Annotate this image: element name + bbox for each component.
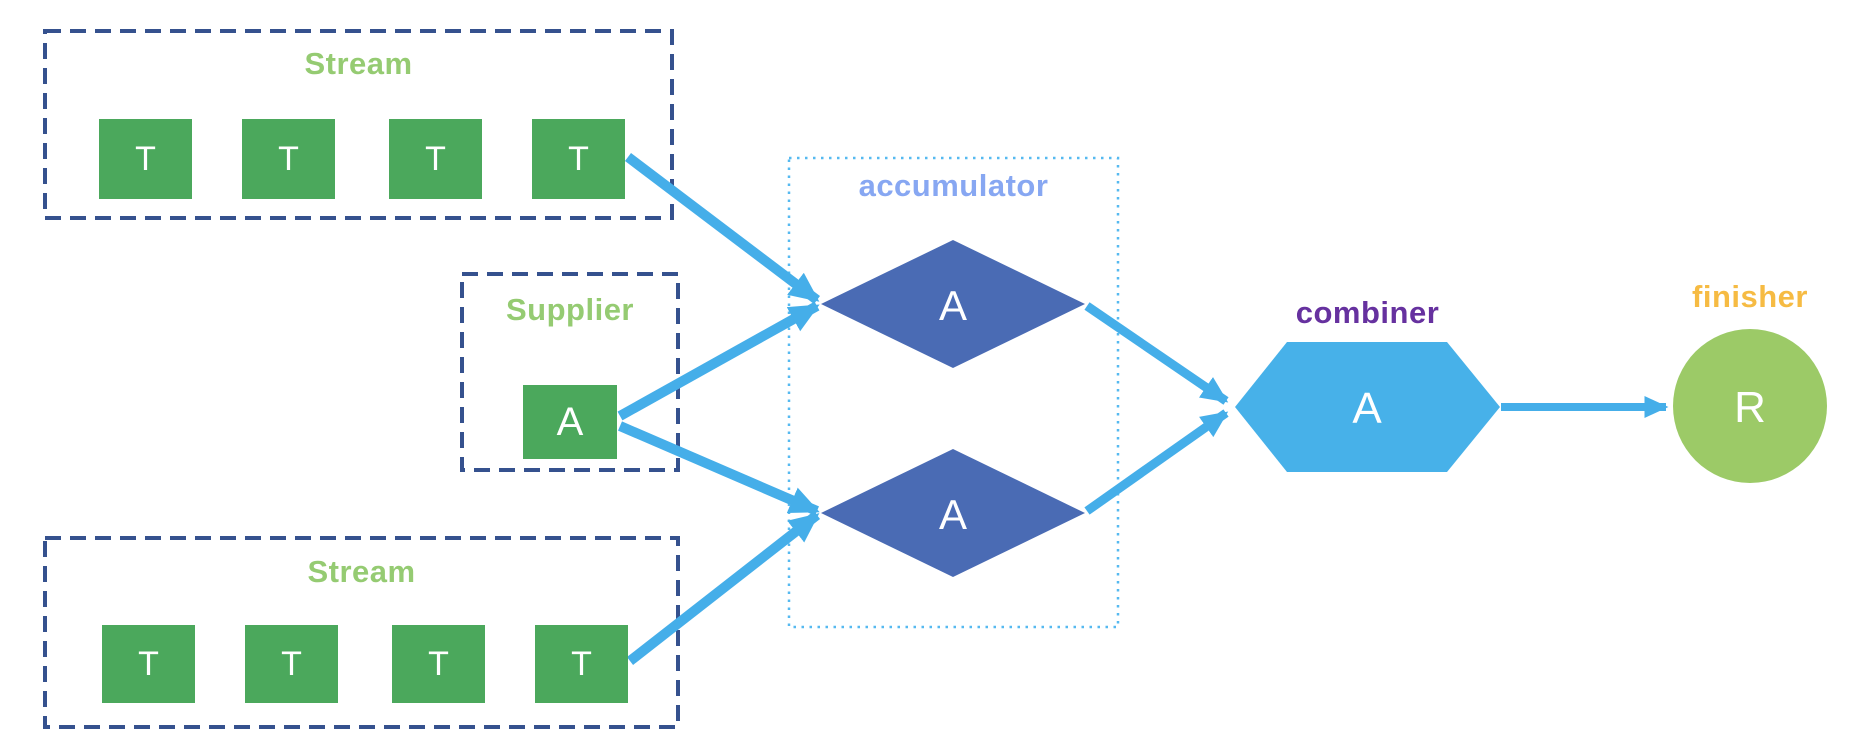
stream-bottom-box <box>43 536 680 729</box>
finisher-circle <box>1673 329 1827 483</box>
stream-bottom-item-3: T <box>392 625 485 703</box>
stream-top-item-4: T <box>532 119 625 199</box>
stream-item-label: T <box>281 644 302 683</box>
combiner-hexagon <box>1235 342 1500 472</box>
stream-item-label: T <box>278 139 299 178</box>
stream-bottom-title: Stream <box>307 554 416 589</box>
finisher-circle-label: R <box>1734 383 1766 432</box>
finisher-title: finisher <box>1692 279 1808 314</box>
arrow-supplier-to-diamond-bottom <box>618 421 820 516</box>
arrow-stream-top-to-diamond-top <box>624 153 821 304</box>
stream-bottom-item-1: T <box>102 625 195 703</box>
stream-item-label: T <box>138 644 159 683</box>
stream-item-label: T <box>571 644 592 683</box>
combiner-title: combiner <box>1295 295 1440 330</box>
stream-top-item-3: T <box>389 119 482 199</box>
stream-item-label: T <box>425 139 446 178</box>
accumulator-diamond-bottom-label: A <box>938 491 968 538</box>
stream-item-label: T <box>568 139 589 178</box>
supplier-node: A <box>523 385 617 459</box>
arrow-diamond-top-to-combiner <box>1084 302 1229 405</box>
stream-bottom-item-2: T <box>245 625 338 703</box>
combiner-hexagon-label: A <box>1352 384 1382 433</box>
supplier-title: Supplier <box>505 292 634 327</box>
stream-top-item-2: T <box>242 119 335 199</box>
supplier-node-label: A <box>556 399 584 444</box>
stream-bottom-item-4: T <box>535 625 628 703</box>
stream-top-box <box>43 29 674 220</box>
arrow-diamond-bottom-to-combiner <box>1084 409 1229 515</box>
accumulator-title: accumulator <box>858 168 1049 203</box>
accumulator-diamond-top <box>821 240 1085 368</box>
stream-item-label: T <box>135 139 156 178</box>
supplier-box <box>460 272 680 472</box>
stream-item-label: T <box>428 644 449 683</box>
arrow-supplier-to-diamond-top <box>617 301 820 421</box>
accumulator-diamond-top-label: A <box>938 282 968 329</box>
arrow-stream-bottom-to-diamond-bottom <box>626 511 821 665</box>
stream-top-item-1: T <box>99 119 192 199</box>
accumulator-box <box>787 156 1120 629</box>
accumulator-diamond-bottom <box>821 449 1085 577</box>
stream-top-title: Stream <box>304 46 413 81</box>
